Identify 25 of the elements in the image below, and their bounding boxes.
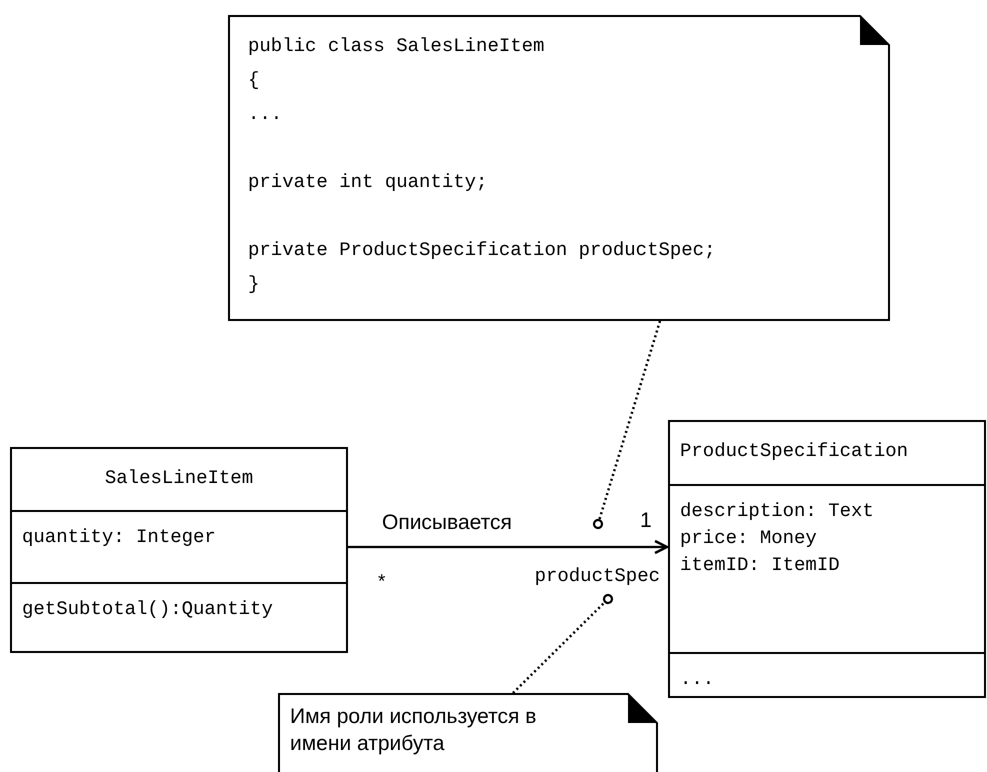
attribute: description: Text: [680, 499, 875, 524]
class-box: [10, 447, 348, 653]
association-arrow: [348, 540, 668, 554]
attribute: quantity: Integer: [22, 525, 217, 550]
code-line: }: [248, 272, 260, 297]
class-name: SalesLineItem: [104, 466, 254, 491]
leader-line: [592, 320, 662, 530]
operation: getSubtotal():Quantity: [22, 597, 274, 622]
attribute: price: Money: [680, 526, 818, 551]
note: [278, 693, 658, 772]
code-line: {: [248, 68, 260, 93]
code-line: private ProductSpecification productSpec;: [248, 238, 716, 263]
code-line: public class SalesLineItem: [248, 34, 546, 59]
code-line: private int quantity;: [248, 170, 488, 195]
class-box: [668, 420, 986, 698]
attribute: itemID: ItemID: [680, 553, 841, 578]
note: [228, 15, 890, 321]
multiplicity: *: [376, 572, 388, 594]
ellipsis: ...: [680, 667, 716, 692]
role-name: productSpec: [534, 564, 660, 589]
leader-line: [512, 594, 614, 694]
multiplicity: 1: [640, 509, 652, 533]
class-name: ProductSpecification: [680, 439, 910, 464]
code-line: ...: [248, 102, 284, 127]
note-text: Имя роли используется в имени атрибута: [290, 704, 538, 757]
